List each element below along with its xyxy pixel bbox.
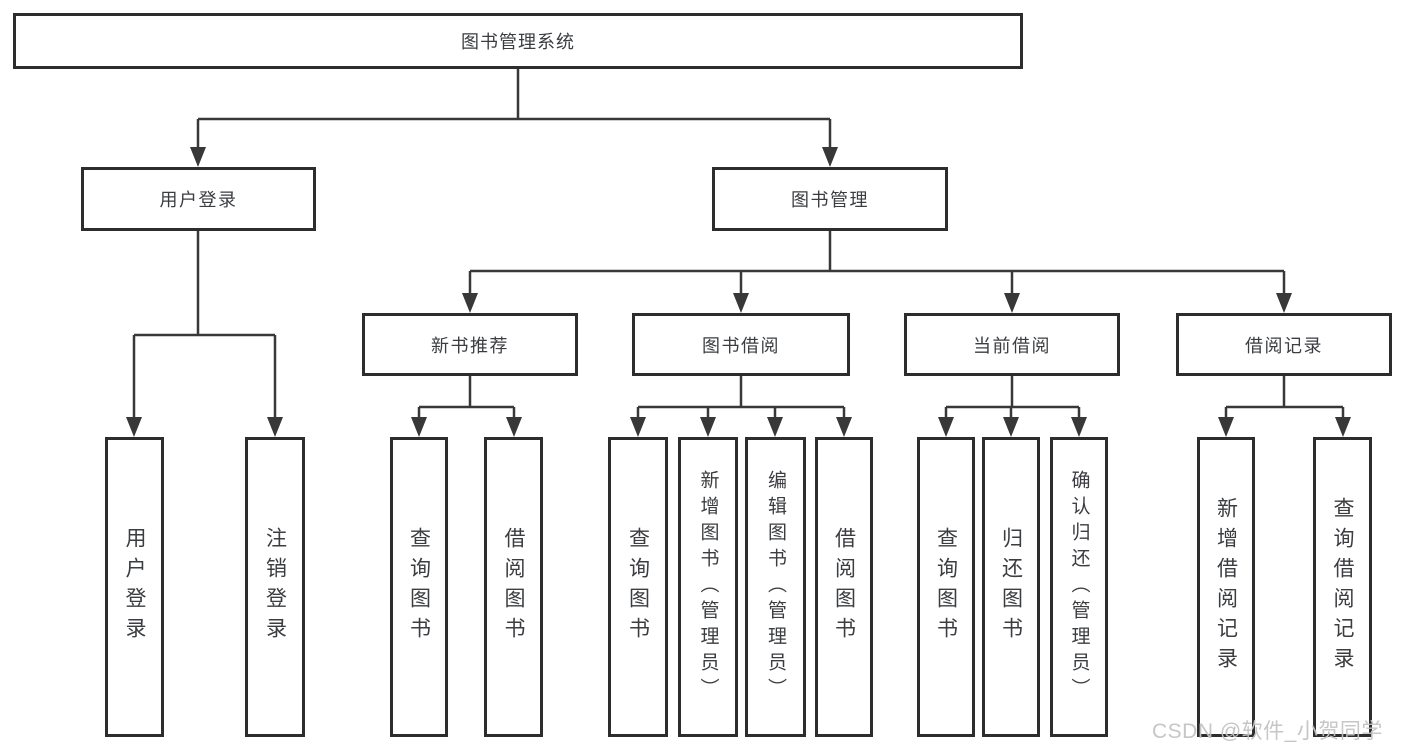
arrow-down-icon <box>1071 417 1087 437</box>
node-label: 编辑图书（管理员） <box>765 470 786 704</box>
arrow-down-icon <box>1003 417 1019 437</box>
node-label: 归还图书 <box>999 527 1023 647</box>
node-library-system: 图书管理系统 <box>13 13 1023 69</box>
arrow-down-icon <box>126 417 142 437</box>
node-label: 借阅记录 <box>1245 335 1323 356</box>
leaf-borrow-books: 借阅图书 <box>815 437 873 737</box>
leaf-user-login: 用户登录 <box>105 437 164 737</box>
arrow-down-icon <box>411 417 427 437</box>
connector-borrow-records-to-children <box>1224 376 1345 419</box>
leaf-logout: 注销登录 <box>245 437 305 737</box>
leaf-query-borrow-record: 查询借阅记录 <box>1313 437 1372 737</box>
node-label: 图书管理系统 <box>461 32 575 52</box>
leaf-query-books-current: 查询图书 <box>917 437 975 737</box>
leaf-borrow-books-recommend: 借阅图书 <box>484 437 543 737</box>
node-label: 注销登录 <box>263 527 287 647</box>
connector-root-to-level2 <box>196 69 832 149</box>
csdn-watermark: CSDN @软件_小贺同学 <box>1152 720 1383 743</box>
node-book-borrow: 图书借阅 <box>632 313 850 376</box>
node-label: 当前借阅 <box>973 335 1051 356</box>
arrow-down-icon <box>1335 417 1351 437</box>
leaf-edit-book-admin: 编辑图书（管理员） <box>745 437 806 737</box>
node-new-book-recommend: 新书推荐 <box>362 313 578 376</box>
arrow-down-icon <box>1004 293 1020 313</box>
arrow-down-icon <box>938 417 954 437</box>
node-label: 新书推荐 <box>431 335 509 356</box>
arrow-down-icon <box>767 417 783 437</box>
node-label: 查询图书 <box>934 527 958 647</box>
leaf-query-books-borrow: 查询图书 <box>608 437 668 737</box>
node-label: 新增借阅记录 <box>1214 497 1238 677</box>
leaf-add-book-admin: 新增图书（管理员） <box>678 437 738 737</box>
node-label: 确认归还（管理员） <box>1068 470 1090 704</box>
node-label: 查询图书 <box>407 527 431 647</box>
connector-book-borrow-to-children <box>636 376 846 419</box>
arrow-down-icon <box>1276 293 1292 313</box>
node-label: 查询借阅记录 <box>1331 497 1354 677</box>
arrow-down-icon <box>836 417 852 437</box>
node-label: 查询图书 <box>626 527 650 647</box>
connector-user-login-to-children <box>132 231 277 419</box>
leaf-return-book: 归还图书 <box>982 437 1040 737</box>
connector-current-borrow-to-children <box>944 376 1081 419</box>
node-label: 借阅图书 <box>502 527 525 647</box>
node-user-login: 用户登录 <box>81 167 316 231</box>
node-label: 图书管理 <box>791 190 869 210</box>
connector-book-management-to-level3 <box>468 231 1286 295</box>
arrow-down-icon <box>506 417 522 437</box>
arrow-down-icon <box>190 147 206 167</box>
node-current-borrow: 当前借阅 <box>904 313 1120 376</box>
node-label: 借阅图书 <box>832 527 856 647</box>
leaf-query-books-recommend: 查询图书 <box>390 437 448 737</box>
arrow-down-icon <box>822 147 838 167</box>
arrow-down-icon <box>462 293 478 313</box>
node-label: 图书借阅 <box>702 335 780 356</box>
arrow-down-icon <box>1218 417 1234 437</box>
node-book-management: 图书管理 <box>712 167 948 231</box>
leaf-add-borrow-record: 新增借阅记录 <box>1197 437 1255 737</box>
arrow-down-icon <box>700 417 716 437</box>
arrow-down-icon <box>630 417 646 437</box>
node-borrow-records: 借阅记录 <box>1176 313 1392 376</box>
node-label: 新增图书（管理员） <box>697 470 719 704</box>
node-label: 用户登录 <box>123 527 146 647</box>
node-label: 用户登录 <box>159 190 238 210</box>
leaf-confirm-return-admin: 确认归还（管理员） <box>1050 437 1108 737</box>
arrow-down-icon <box>733 293 749 313</box>
connector-new-book-to-children <box>417 376 516 419</box>
arrow-down-icon <box>267 417 283 437</box>
